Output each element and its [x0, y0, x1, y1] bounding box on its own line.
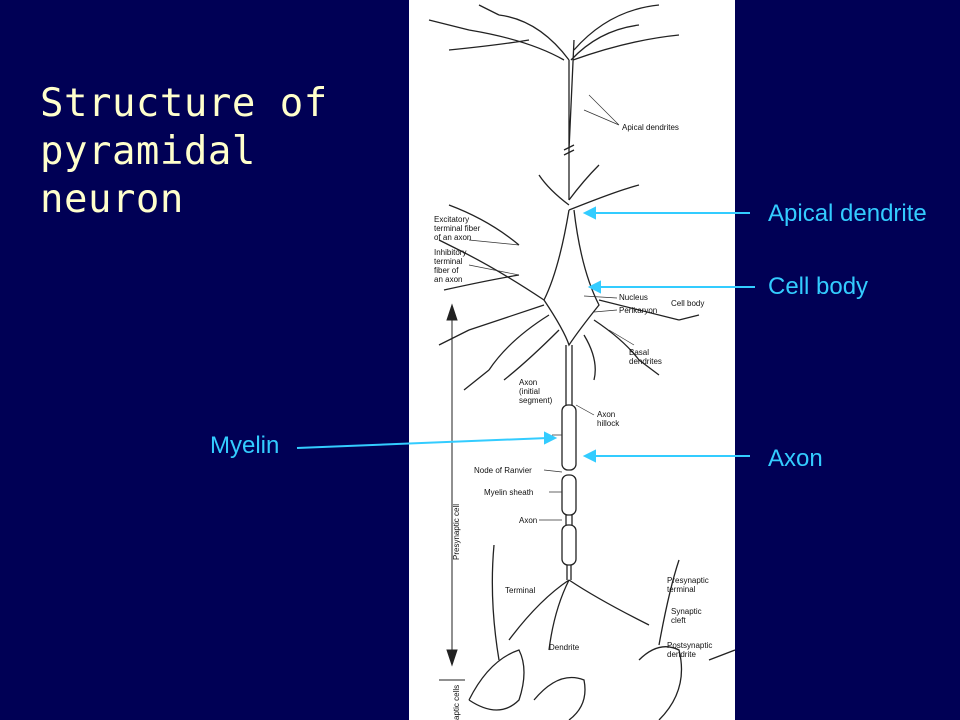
fig-label-axon: Axon	[519, 516, 537, 525]
fig-label-basal-2: dendrites	[629, 357, 662, 366]
apical-dendrite-tree	[428, 4, 680, 211]
fig-label-inhibitory-3: fiber of	[434, 266, 459, 275]
callout-myelin: Myelin	[210, 432, 280, 459]
fig-label-axon-initial-2: (initial	[519, 387, 540, 396]
presynaptic-cell-axis	[439, 303, 465, 681]
slide-title: Structure of pyramidal neuron	[40, 80, 400, 224]
fig-label-postsynaptic-dendrite-1: Postsynaptic	[667, 641, 712, 650]
fig-label-postsynaptic-cells: aptic cells	[452, 685, 461, 720]
fig-label-axon-initial-1: Axon	[519, 378, 537, 387]
fig-label-dendrite: Dendrite	[549, 643, 580, 652]
soma-and-basal-dendrites	[438, 204, 700, 391]
fig-label-myelin-sheath: Myelin sheath	[484, 488, 533, 497]
fig-label-synaptic-cleft-1: Synaptic	[671, 607, 702, 616]
fig-label-excitatory-3: of an axon	[434, 233, 471, 242]
fig-label-inhibitory-4: an axon	[434, 275, 462, 284]
fig-label-excitatory-2: terminal fiber	[434, 224, 481, 233]
fig-label-axon-initial-3: segment)	[519, 396, 553, 405]
fig-label-inhibitory-1: Inhibitory	[434, 248, 466, 257]
neuron-diagram: Apical dendrites Excitatory terminal fib…	[428, 4, 735, 720]
fig-label-presynaptic-cell: Presynaptic cell	[452, 504, 461, 560]
fig-label-terminal: Terminal	[505, 586, 535, 595]
title-line-1: Structure of	[40, 81, 328, 126]
postsynaptic-cells	[468, 544, 735, 720]
fig-label-postsynaptic-dendrite-2: dendrite	[667, 650, 696, 659]
fig-label-node-of-ranvier: Node of Ranvier	[474, 466, 532, 475]
title-line-2: pyramidal neuron	[40, 129, 256, 222]
fig-label-hillock-2: hillock	[597, 419, 620, 428]
axon-with-myelin	[508, 345, 650, 651]
neuron-figure-panel: Apical dendrites Excitatory terminal fib…	[409, 0, 735, 720]
callout-axon: Axon	[768, 445, 823, 472]
callout-apical-dendrite: Apical dendrite	[768, 200, 927, 227]
callout-cell-body: Cell body	[768, 273, 869, 300]
leader-lines	[468, 94, 635, 521]
fig-label-excitatory-1: Excitatory	[434, 215, 469, 224]
fig-label-synaptic-cleft-2: cleft	[671, 616, 686, 625]
fig-label-inhibitory-2: terminal	[434, 257, 463, 266]
fig-label-presynaptic-terminal-1: Presynaptic	[667, 576, 709, 585]
fig-label-presynaptic-terminal-2: terminal	[667, 585, 696, 594]
fig-label-basal-1: Basal	[629, 348, 649, 357]
fig-label-cell-body: Cell body	[671, 299, 704, 308]
fig-label-nucleus: Nucleus	[619, 293, 648, 302]
fig-label-perikaryon: Perikaryon	[619, 306, 657, 315]
fig-label-hillock-1: Axon	[597, 410, 615, 419]
fig-label-apical-dendrites: Apical dendrites	[622, 123, 679, 132]
